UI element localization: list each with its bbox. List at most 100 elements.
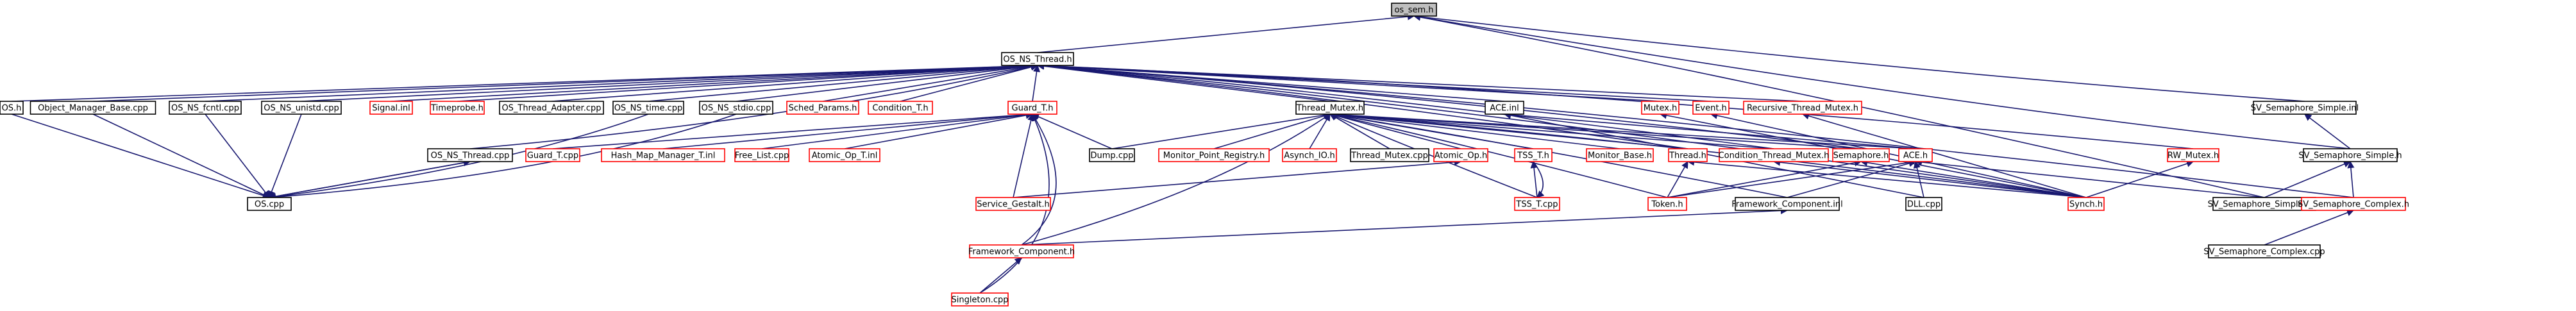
node-ace-inl[interactable]: ACE.inl [1485,101,1524,115]
node-dump-cpp[interactable]: Dump.cpp [1089,148,1135,162]
edge-singleton_cpp-to-guard_t_h [979,113,1050,294]
edge-signal_inl-to-os_ns_thread_h [391,62,1039,102]
node-os-ns-thread-h[interactable]: OS_NS_Thread.h [1001,52,1074,66]
node-label: Asynch_IO.h [1284,151,1334,161]
node-sv-semaphore-simple-inl[interactable]: SV_Semaphore_Simple.inl [2251,101,2359,115]
node-label: OS_NS_Thread.h [1003,55,1072,65]
node-box [2253,101,2357,115]
node-timeprobe-h[interactable]: Timeprobe.h [430,101,485,115]
node-box [369,101,413,115]
node-label: Synch.h [2069,200,2103,210]
node-label: Singleton.cpp [951,296,1008,305]
node-box [1295,101,1365,115]
node-box [2167,148,2219,162]
node-label: Sched_Params.h [789,104,857,113]
edge-synch_h-to-os_ns_thread_h [1036,62,2087,198]
node-atomic-op-h[interactable]: Atomic_Op.h [1433,148,1488,162]
node-sv-semaphore-simple-h[interactable]: SV_Semaphore_Simple.h [2298,148,2402,162]
node-box [499,101,604,115]
node-guard-t-cpp[interactable]: Guard_T.cpp [525,148,580,162]
node-os-cpp[interactable]: OS.cpp [247,197,292,211]
node-token-h[interactable]: Token.h [1647,197,1687,211]
node-semaphore-h[interactable]: Semaphore.h [1832,148,1890,162]
node-box [2208,244,2321,258]
edge-os_ns_stdio_cpp-to-os_ns_thread_h [736,62,1039,102]
node-sv-semaphore-complex-cpp[interactable]: SV_Semaphore_Complex.cpp [2203,244,2325,258]
edge-os_thread_adapter_cpp-to-os_ns_thread_h [551,62,1039,102]
node-hash-map-manager-t-inl[interactable]: Hash_Map_Manager_T.inl [601,148,725,162]
node-framework-component-inl[interactable]: Framework_Component.inl [1731,197,1843,211]
node-box [1743,101,1862,115]
node-ace-h[interactable]: ACE.h [1898,148,1933,162]
edge-token_h-to-thread_h [1667,161,1688,198]
node-label: Dump.cpp [1091,151,1134,161]
edge-dump_cpp-to-guard_t_h [1031,113,1113,149]
node-sv-semaphore-simple-cpp[interactable]: SV_Semaphore_Simple.cpp [2208,197,2321,211]
node-box [951,292,1009,307]
edge-singleton_cpp-to-framework_component_h [979,257,1022,294]
node-label: Token.h [1651,200,1683,210]
edge-framework_component_inl-to-ace_h [1787,160,1917,198]
node-label: SV_Semaphore_Simple.cpp [2208,200,2321,210]
node-thread-h[interactable]: Thread.h [1668,148,1708,162]
edge-dump_cpp-to-thread_mutex_h [1111,112,1331,149]
node-box [2301,197,2406,211]
node-thread-mutex-cpp[interactable]: Thread_Mutex.cpp [1350,148,1429,162]
node-os-thread-adapter-cpp[interactable]: OS_Thread_Adapter.cpp [499,101,604,115]
node-box [1668,148,1708,162]
node-dll-cpp[interactable]: DLL.cpp [1905,197,1942,211]
node-condition-thread-mutex-h[interactable]: Condition_Thread_Mutex.h [1719,148,1830,162]
node-box [1586,148,1654,162]
node-box [1692,101,1730,115]
node-box [734,148,789,162]
node-os-ns-unistd-cpp[interactable]: OS_NS_unistd.cpp [261,101,342,115]
edge-token_h-to-ace_h [1667,158,1917,198]
node-object-manager-base-cpp[interactable]: Object_Manager_Base.cpp [29,101,156,115]
node-label: Service_Gestalt.h [977,200,1050,210]
node-box [975,197,1051,211]
node-rw-mutex-h[interactable]: RW_Mutex.h [2167,148,2219,162]
node-box [601,148,725,162]
node-sched-params-h[interactable]: Sched_Params.h [786,101,859,115]
node-framework-component-h[interactable]: Framework_Component.h [968,244,1075,258]
node-synch-h[interactable]: Synch.h [2067,197,2105,211]
node-tss-t-h[interactable]: TSS_T.h [1514,148,1553,162]
node-asynch-io-h[interactable]: Asynch_IO.h [1282,148,1337,162]
node-os-ns-time-cpp[interactable]: OS_NS_time.cpp [612,101,684,115]
node-os-ns-thread-cpp[interactable]: OS_NS_Thread.cpp [427,148,513,162]
node-atomic-op-t-inl[interactable]: Atomic_Op_T.inl [809,148,880,162]
node-label: Thread.h [1669,151,1706,161]
node-recursive-thread-mutex-h[interactable]: Recursive_Thread_Mutex.h [1743,101,1862,115]
node-mutex-h[interactable]: Mutex.h [1641,101,1679,115]
node-box [1433,148,1488,162]
node-box [699,101,773,115]
node-free-list-cpp[interactable]: Free_List.cpp [734,148,789,162]
edge-sv_semaphore_simple_cpp-to-os_sem_h [1413,13,2265,198]
edge-sv_semaphore_simple_cpp-to-sv_semaphore_simple_h [2264,160,2352,198]
node-box [1735,197,1840,211]
edge-os_ns_time_cpp-to-os_cpp [268,113,649,201]
node-service-gestalt-h[interactable]: Service_Gestalt.h [975,197,1051,211]
node-box [1001,52,1074,66]
node-label: Free_List.cpp [735,151,789,161]
node-box [247,197,292,211]
edge-synch_h-to-semaphore_h [1860,159,2087,198]
node-label: Monitor_Base.h [1588,151,1652,161]
node-singleton-cpp[interactable]: Singleton.cpp [951,292,1009,307]
node-box [427,148,513,162]
node-box [1514,197,1560,211]
node-event-h[interactable]: Event.h [1692,101,1730,115]
node-label: os_sem.h [1394,6,1433,15]
node-signal-inl[interactable]: Signal.inl [369,101,413,115]
node-monitor-base-h[interactable]: Monitor_Base.h [1586,148,1654,162]
node-os-ns-fcntl-cpp[interactable]: OS_NS_fcntl.cpp [169,101,242,115]
node-guard-t-h[interactable]: Guard_T.h [1007,101,1057,115]
node-os-h[interactable]: OS.h [0,101,24,115]
node-thread-mutex-h[interactable]: Thread_Mutex.h [1295,101,1365,115]
node-sv-semaphore-complex-h[interactable]: SV_Semaphore_Complex.h [2298,197,2409,211]
node-os-ns-stdio-cpp[interactable]: OS_NS_stdio.cpp [699,101,773,115]
node-monitor-point-registry-h[interactable]: Monitor_Point_Registry.h [1158,148,1270,162]
node-tss-t-cpp[interactable]: TSS_T.cpp [1514,197,1560,211]
node-condition-t-h[interactable]: Condition_T.h [868,101,933,115]
node-os-sem-h[interactable]: os_sem.h [1391,3,1437,17]
